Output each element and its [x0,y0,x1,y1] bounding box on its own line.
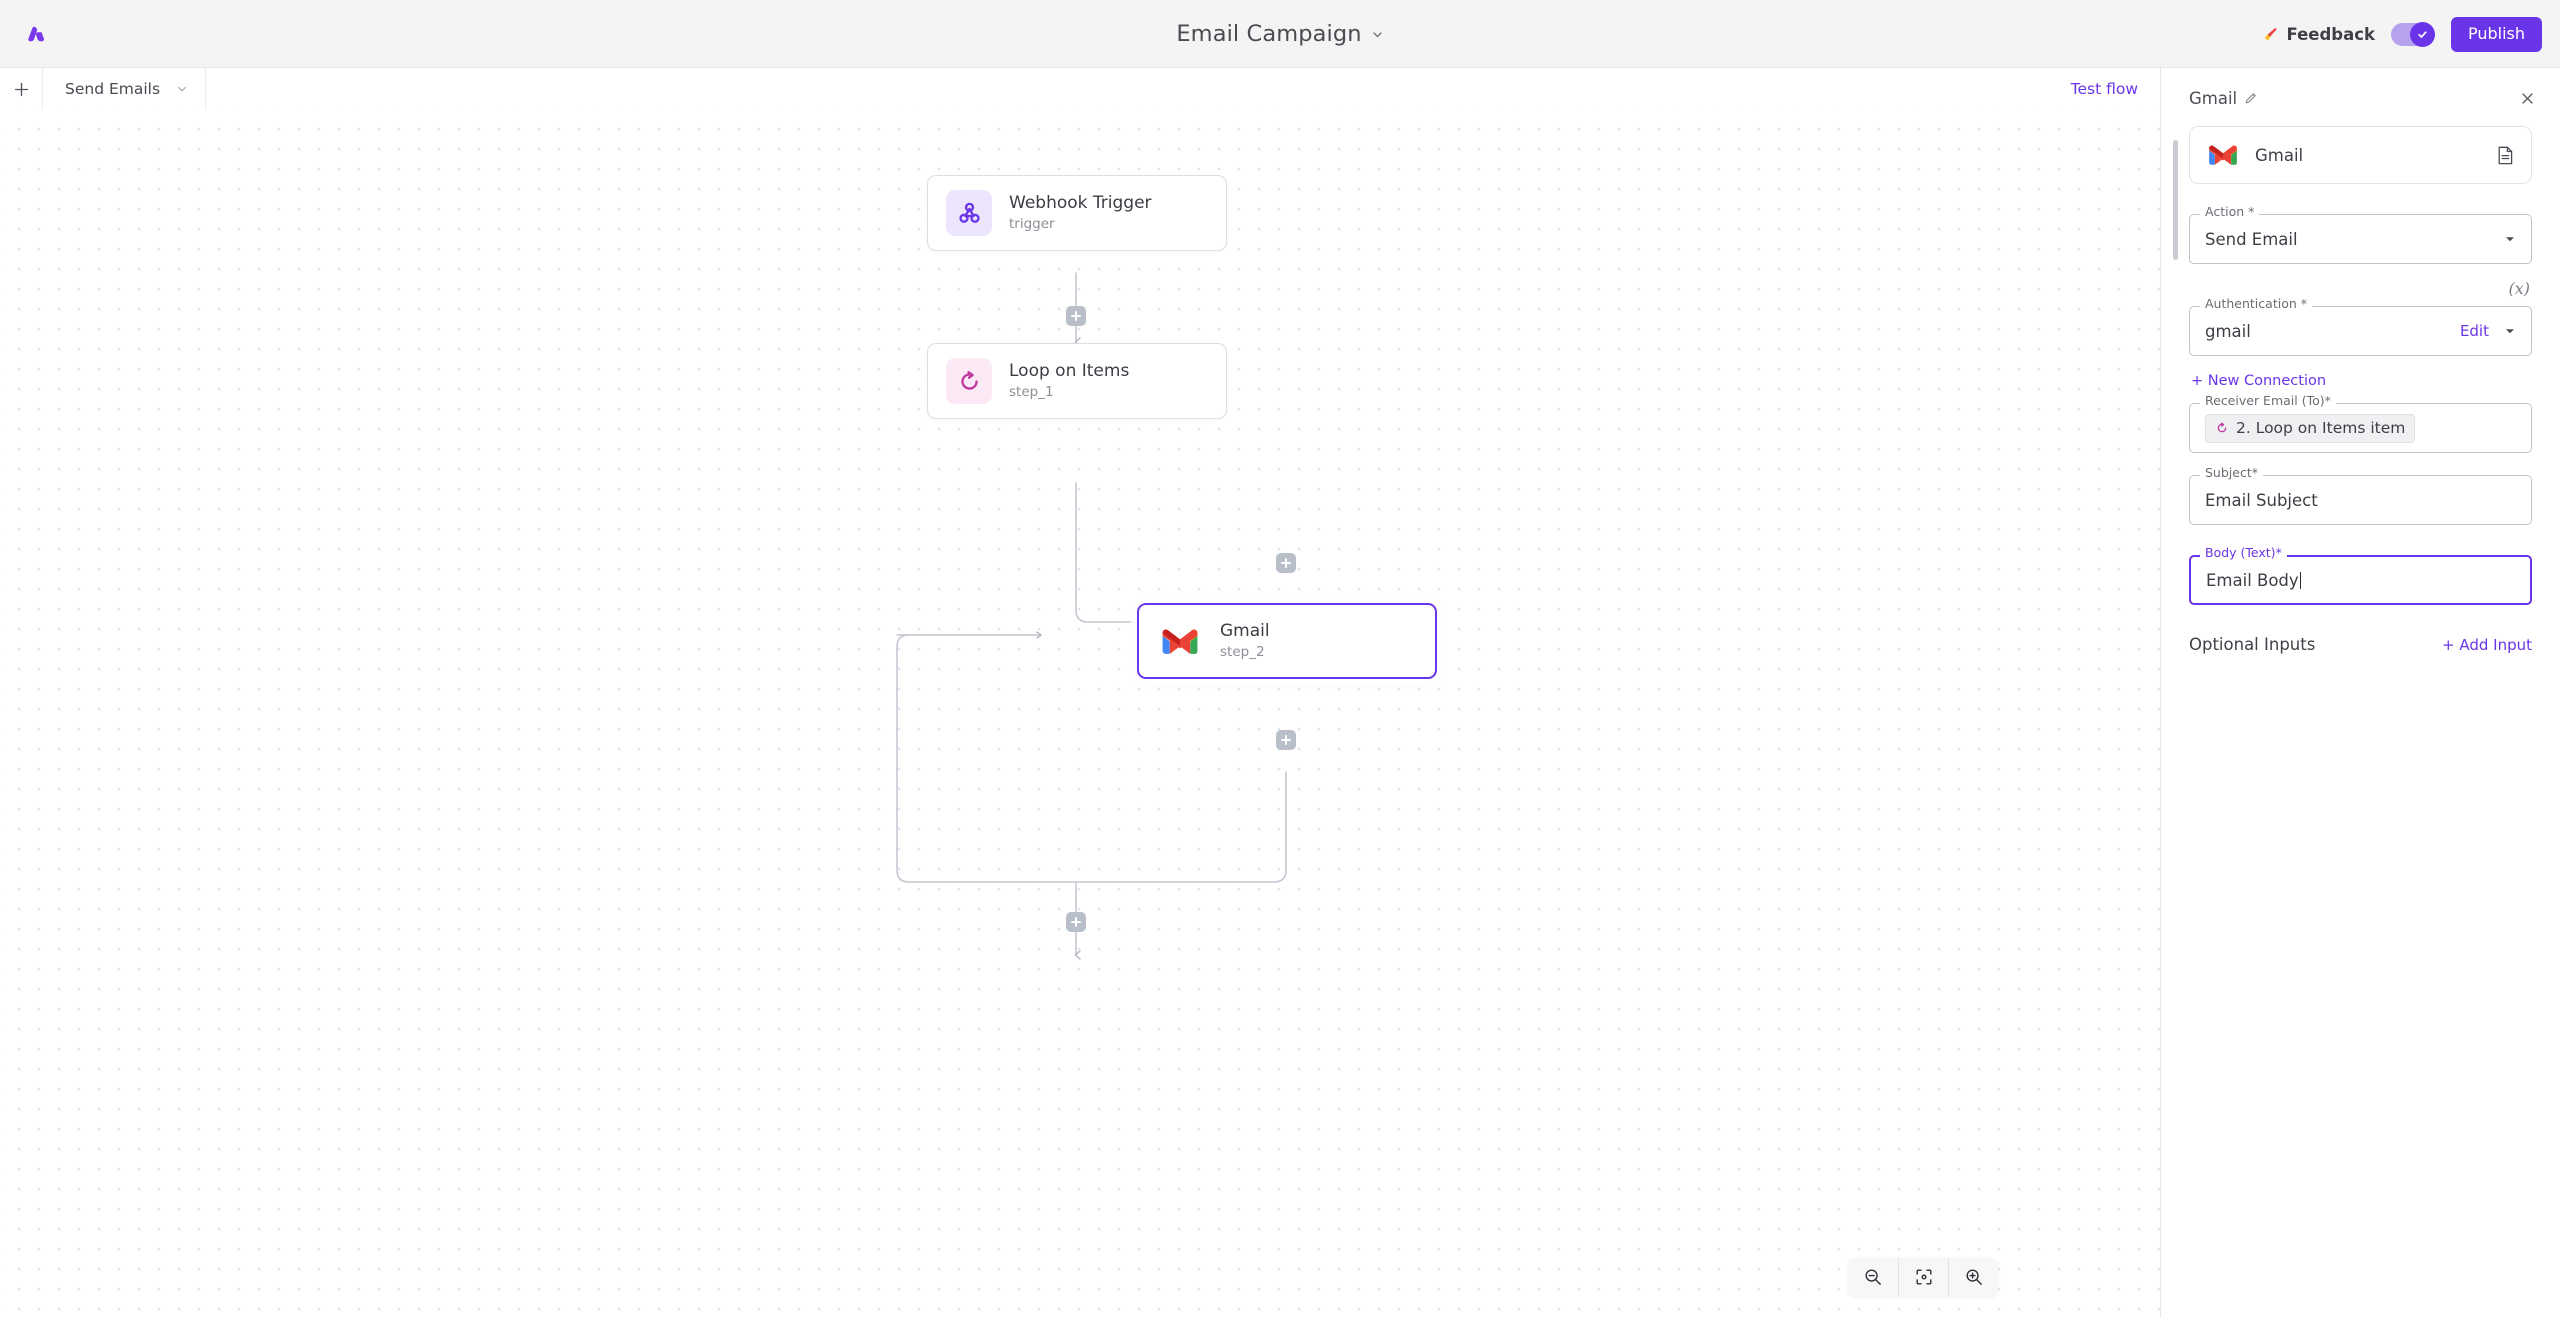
node-title: Gmail [1220,620,1270,641]
action-field-controls [2503,232,2517,246]
feedback-label: Feedback [2286,24,2375,44]
receiver-email-field-label: Receiver Email (To)* [2200,394,2336,408]
test-flow-button[interactable]: Test flow [2070,80,2138,98]
add-tab-button[interactable] [0,68,42,110]
add-step-button[interactable] [1066,912,1086,932]
action-field-label: Action * [2200,205,2260,219]
toggle-knob [2409,21,2435,47]
node-text: Webhook Trigger trigger [1009,192,1152,232]
zoom-in-icon [1966,1269,1982,1285]
canvas-zoom-toolbar [1848,1258,1998,1296]
chevron-down-icon[interactable] [176,83,188,95]
megaphone-icon [2265,27,2277,40]
flow-tab-bar: Send Emails Test flow [0,68,2160,110]
zoom-in-button[interactable] [1948,1258,1998,1296]
variable-chip-loop-item[interactable]: 2. Loop on Items item [2205,413,2416,443]
node-title: Webhook Trigger [1009,192,1152,213]
authentication-field-box[interactable]: gmail Edit [2189,306,2532,356]
document-icon[interactable] [2497,146,2514,165]
flow-edges [896,272,1287,960]
node-text: Loop on Items step_1 [1009,360,1130,400]
node-gmail[interactable]: Gmail step_2 [1137,603,1437,679]
node-subtitle: step_1 [1009,383,1054,400]
tab-send-emails[interactable]: Send Emails [42,68,207,110]
zoom-out-button[interactable] [1848,1258,1898,1296]
new-connection-button[interactable]: + New Connection [2191,373,2327,389]
close-panel-button[interactable] [2516,87,2538,109]
panel-scrollbar[interactable] [2173,140,2178,260]
variable-insert-button[interactable]: (x) [2508,279,2530,298]
subject-field[interactable]: Subject* Email Subject [2189,466,2532,525]
close-icon [2521,92,2533,104]
action-field-value: Send Email [2205,229,2298,249]
body-text-field-box[interactable]: Email Body [2189,555,2532,605]
publish-toggle[interactable] [2390,21,2435,47]
optional-inputs-label: Optional Inputs [2189,635,2316,654]
loop-icon [2217,422,2227,432]
feedback-button[interactable]: Feedback [2262,25,2375,44]
subject-field-box[interactable]: Email Subject [2189,475,2532,525]
panel-title: Gmail [2189,88,2238,108]
body-text-field-label: Body (Text)* [2200,546,2287,560]
activepieces-logo-icon [28,26,44,42]
node-subtitle: trigger [1009,215,1055,232]
check-icon [2418,30,2427,38]
node-loop-on-items[interactable]: Loop on Items step_1 [927,343,1227,419]
receiver-email-field[interactable]: Receiver Email (To)* 2. Loop on Items it… [2189,394,2532,453]
panel-header: Gmail [2161,68,2560,110]
optional-inputs-row: Optional Inputs + Add Input [2189,635,2532,654]
action-field-box[interactable]: Send Email [2189,214,2532,264]
node-text: Gmail step_2 [1220,620,1270,660]
add-step-button[interactable] [1276,553,1296,573]
flow-title: Email Campaign [1176,21,1362,47]
node-subtitle: step_2 [1220,643,1265,660]
fit-to-screen-icon [1916,1269,1931,1285]
add-step-button[interactable] [1276,730,1296,750]
chevron-down-icon[interactable] [2503,324,2517,338]
node-webhook-trigger[interactable]: Webhook Trigger trigger [927,175,1227,251]
authentication-field[interactable]: (x) Authentication * gmail Edit [2189,281,2532,356]
zoom-out-icon [1865,1269,1881,1285]
flow-canvas[interactable]: Webhook Trigger trigger Loop on Items st… [0,110,2160,1318]
variable-chip-label: 2. Loop on Items item [2236,418,2406,437]
pencil-icon[interactable] [2244,91,2258,105]
app-card-gmail[interactable]: Gmail [2189,126,2532,184]
authentication-field-controls: Edit [2460,322,2517,340]
node-title: Loop on Items [1009,360,1130,381]
loop-icon [960,370,978,390]
add-input-button[interactable]: + Add Input [2442,635,2532,654]
node-icon-wrap [1157,618,1203,664]
gmail-icon [2209,145,2237,165]
top-bar: Email Campaign Feedback [0,0,2560,68]
gmail-icon [1162,629,1198,654]
topbar-actions: Feedback Publish [2262,0,2542,68]
tab-label: Send Emails [65,80,161,98]
flow-title-group[interactable]: Email Campaign [0,0,2560,68]
app-logo[interactable] [12,0,60,68]
authentication-field-label: Authentication * [2200,297,2312,311]
publish-button[interactable]: Publish [2450,16,2542,52]
chevron-down-icon[interactable] [1371,28,1384,41]
chevron-down-icon[interactable] [2503,232,2517,246]
app-card-name: Gmail [2255,145,2304,165]
add-step-button[interactable] [1066,306,1086,326]
body-text-field[interactable]: Body (Text)* Email Body [2189,546,2532,605]
edit-connection-button[interactable]: Edit [2459,322,2489,340]
step-settings-panel: Gmail [2160,68,2560,1318]
node-icon-wrap [946,190,992,236]
fit-to-screen-button[interactable] [1898,1258,1948,1296]
authentication-field-value: gmail [2205,321,2251,341]
subject-field-label: Subject* [2200,466,2263,480]
receiver-email-field-box[interactable]: 2. Loop on Items item [2189,403,2532,453]
subject-field-value: Email Subject [2205,490,2318,510]
body-text-field-value: Email Body [2206,571,2301,590]
action-field[interactable]: Action * Send Email [2189,205,2532,264]
plus-icon [14,82,28,96]
webhook-icon [958,202,980,223]
node-icon-wrap [946,358,992,404]
panel-body: Gmail Action * Send Email [2161,110,2560,654]
